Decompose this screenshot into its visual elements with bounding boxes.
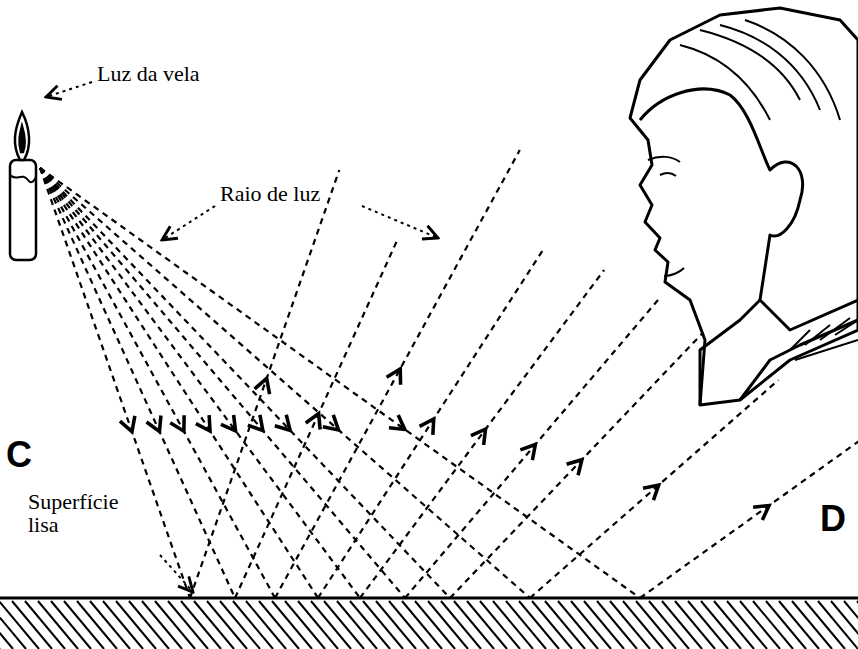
- candle: [10, 112, 36, 260]
- hatch-line: [844, 601, 858, 649]
- reflected-ray: [275, 150, 520, 598]
- reflected-ray: [318, 250, 543, 598]
- incident-ray: [40, 168, 640, 598]
- hatch-line: [857, 601, 858, 649]
- smooth-surface: [0, 597, 858, 600]
- point-label: C: [4, 436, 34, 474]
- candle-label: Luz da vela: [95, 62, 202, 85]
- point-label: D: [818, 500, 848, 538]
- surface-hatching: [0, 601, 858, 649]
- hatch-line: [831, 601, 858, 649]
- surface-label: Superfície lisa: [26, 490, 122, 536]
- reflected-ray: [530, 380, 778, 598]
- reflected-ray: [405, 300, 658, 598]
- reflected-ray: [640, 420, 858, 598]
- reflected-ray: [235, 240, 397, 598]
- ray-label: Raio de luz: [218, 182, 322, 205]
- reflected-ray: [360, 270, 604, 598]
- reflected-ray: [450, 330, 706, 598]
